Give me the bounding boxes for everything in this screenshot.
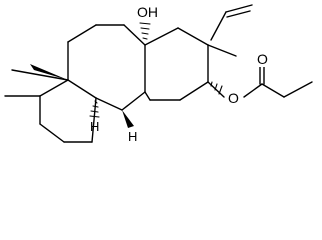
- bond: [11, 69, 69, 81]
- chemical-structure-diagram: OH O O H H: [4, 3, 313, 144]
- wedge-bond: [30, 64, 68, 80]
- stereo-bonds: [11, 22, 223, 128]
- bond: [243, 83, 263, 98]
- h-left-label: H: [90, 119, 99, 134]
- skeleton-bonds: [4, 4, 313, 143]
- bond: [67, 79, 97, 99]
- bond: [121, 91, 146, 111]
- bond: [39, 123, 65, 143]
- ester-oxygen-label: O: [228, 90, 239, 106]
- bond: [91, 97, 97, 143]
- bond: [95, 97, 123, 111]
- atom-labels: OH O O H H: [90, 3, 271, 144]
- hash-bond-oh: [139, 22, 151, 40]
- bond: [144, 91, 151, 101]
- wedge-bond: [122, 110, 134, 128]
- bond: [123, 24, 146, 46]
- bond: [39, 79, 69, 97]
- bond: [283, 81, 313, 98]
- bond: [225, 4, 253, 13]
- carbonyl-oxygen-label: O: [257, 51, 268, 67]
- oh-label: OH: [137, 4, 158, 20]
- bond: [210, 11, 227, 41]
- bond: [226, 10, 251, 18]
- hash-bond-h-left: [89, 100, 100, 118]
- bond: [67, 24, 97, 43]
- bond: [179, 81, 209, 101]
- bond: [144, 27, 179, 46]
- structure-canvas: OH O O H H: [4, 3, 313, 144]
- h-bottom-label: H: [128, 129, 137, 144]
- bond: [207, 44, 237, 57]
- hash-bond-acetate: [210, 81, 223, 95]
- bond: [177, 27, 209, 46]
- bond: [261, 83, 285, 98]
- bond: [207, 81, 225, 98]
